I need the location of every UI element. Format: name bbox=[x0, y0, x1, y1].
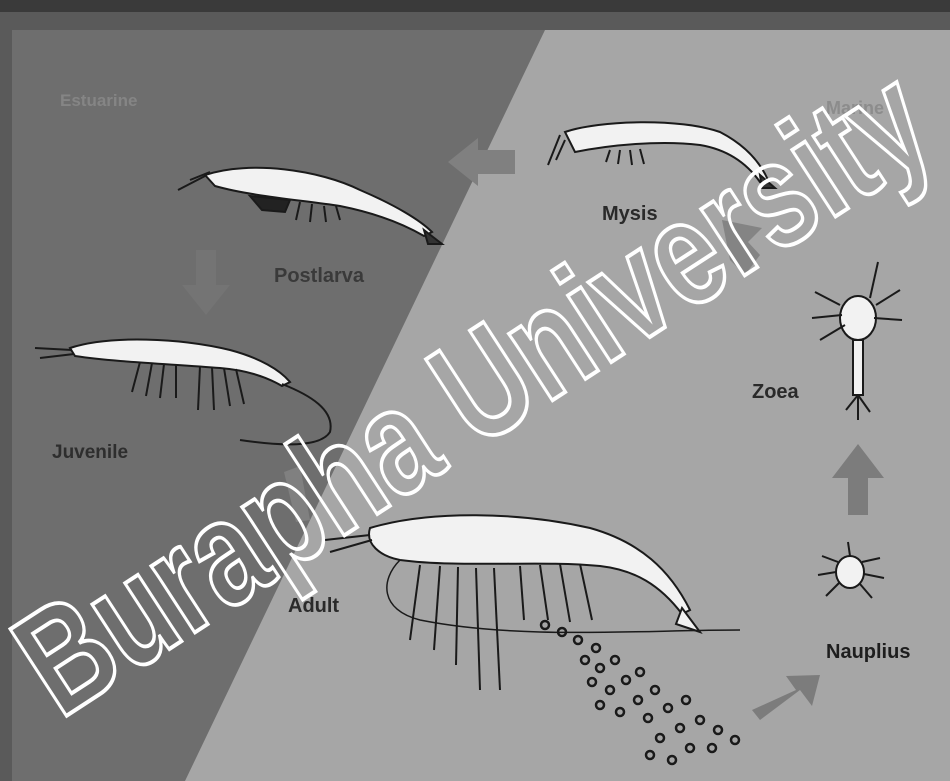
zone-label-estuarine: Estuarine bbox=[60, 91, 137, 110]
stage-label-zoea: Zoea bbox=[752, 381, 800, 403]
stage-label-nauplius: Nauplius bbox=[826, 641, 910, 663]
stage-label-juvenile: Juvenile bbox=[52, 442, 128, 463]
stage-label-postlarva: Postlarva bbox=[274, 265, 365, 287]
